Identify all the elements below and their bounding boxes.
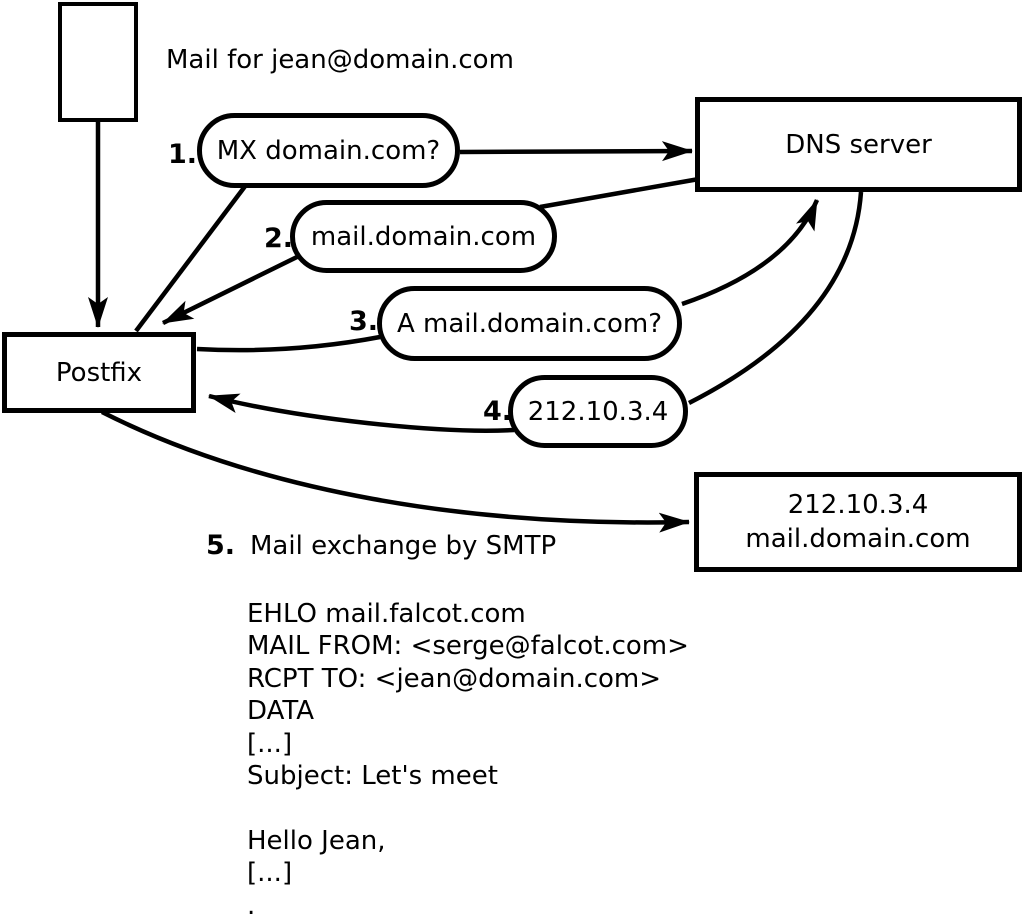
step-number-4: 4. bbox=[483, 396, 513, 427]
answer-pill-ip: 212.10.3.4 bbox=[508, 375, 688, 448]
arrow-query1-to-dns bbox=[459, 141, 693, 162]
query-pill-a-record: A mail.domain.com? bbox=[377, 286, 682, 361]
postfix-node: Postfix bbox=[2, 332, 196, 413]
line-dns-to-answer2 bbox=[539, 176, 700, 210]
arrow-postfix-to-mailserver bbox=[100, 409, 690, 533]
message-box bbox=[58, 2, 138, 122]
mail-server-hostname: mail.domain.com bbox=[745, 524, 971, 554]
arrow-answer4-to-postfix bbox=[208, 393, 515, 433]
mail-server-ip: 212.10.3.4 bbox=[787, 490, 929, 520]
query-pill-a-record-label: A mail.domain.com? bbox=[397, 308, 662, 339]
mail-server-node: 212.10.3.4 mail.domain.com bbox=[694, 472, 1022, 572]
postfix-label: Postfix bbox=[55, 357, 143, 388]
step-number-1: 1. bbox=[168, 139, 198, 170]
step-number-3: 3. bbox=[349, 306, 379, 337]
dns-server-node: DNS server bbox=[695, 97, 1022, 192]
answer-pill-mailhost-label: mail.domain.com bbox=[310, 221, 537, 252]
diagram-title: Mail for jean@domain.com bbox=[166, 45, 514, 75]
answer-pill-ip-label: 212.10.3.4 bbox=[527, 396, 669, 427]
query-pill-mx: MX domain.com? bbox=[197, 113, 460, 188]
arrow-query3-to-dns bbox=[681, 199, 820, 307]
line-postfix-to-query1 bbox=[134, 183, 248, 333]
query-pill-mx-label: MX domain.com? bbox=[216, 135, 441, 166]
step-number-2: 2. bbox=[264, 223, 294, 254]
line-dns-to-answer4 bbox=[687, 191, 864, 406]
answer-pill-mailhost: mail.domain.com bbox=[290, 200, 557, 273]
step-5-label: Mail exchange by SMTP bbox=[250, 531, 557, 561]
step-number-5: 5. bbox=[206, 530, 236, 561]
smtp-session-transcript: EHLO mail.falcot.com MAIL FROM: <serge@f… bbox=[247, 599, 689, 919]
dns-server-label: DNS server bbox=[785, 129, 932, 160]
line-postfix-to-query3 bbox=[196, 334, 381, 353]
arrow-answer2-to-postfix bbox=[162, 254, 298, 326]
